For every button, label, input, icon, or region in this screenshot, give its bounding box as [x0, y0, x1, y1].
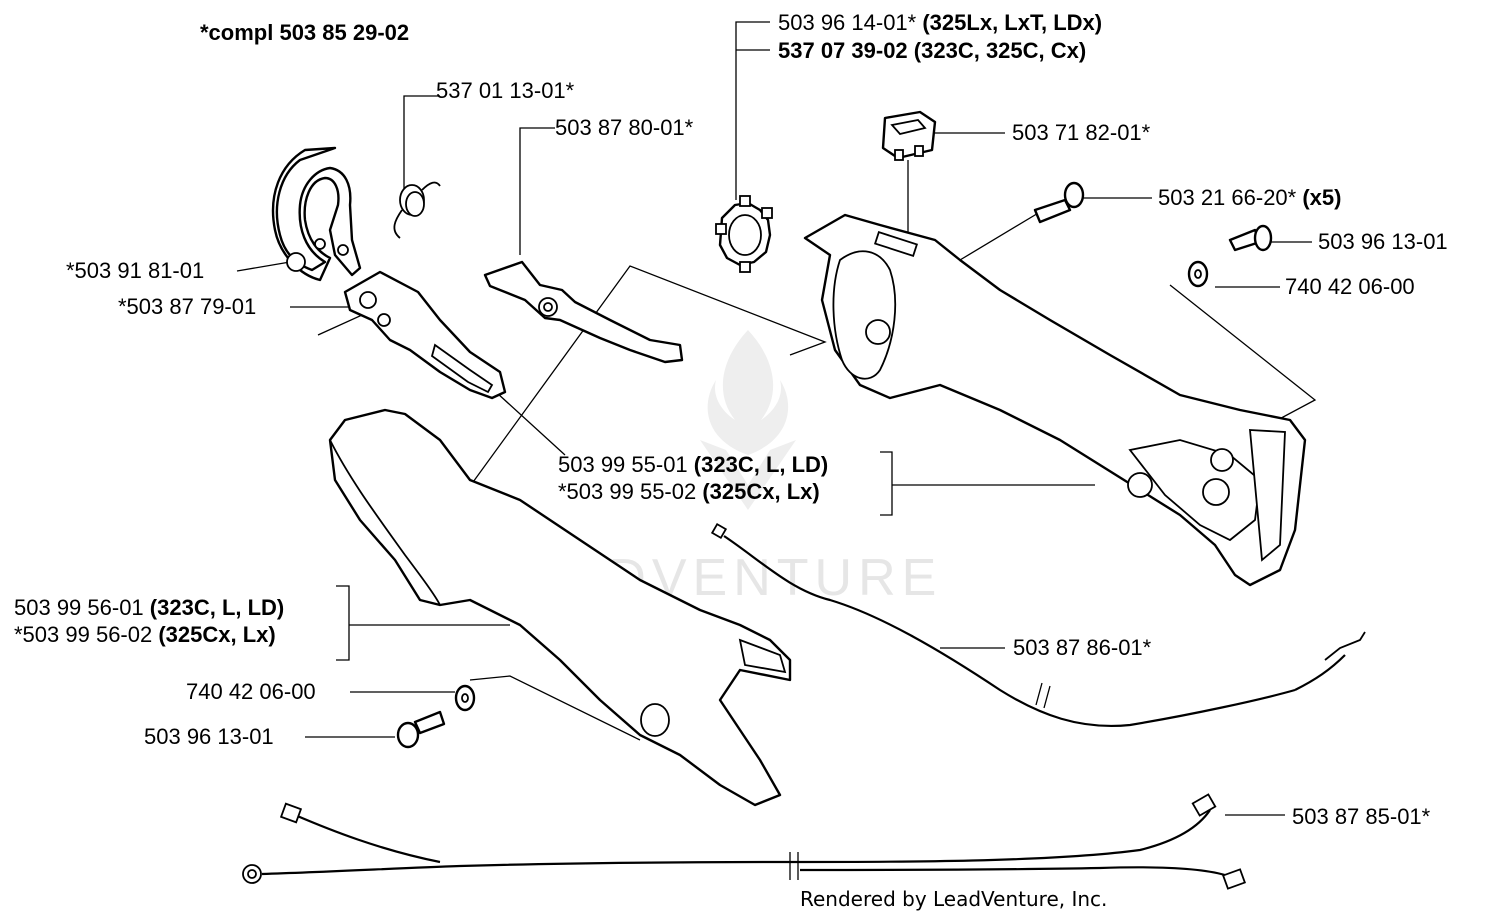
label-503-96-13-01-bottom: 503 96 13-01 [144, 724, 274, 749]
label-503-96-14-01: 503 96 14-01* (325Lx, LxT, LDx) [778, 10, 1102, 36]
part-number: 503 21 66-20* [1158, 185, 1297, 210]
label-503-21-66-20: 503 21 66-20* (x5) [1158, 185, 1341, 211]
part-number: *503 99 56-02 [14, 622, 153, 647]
label-537-01-13-01: 537 01 13-01* [436, 78, 575, 103]
footer-credit: Rendered by LeadVenture, Inc. [800, 887, 1108, 911]
label-503-87-80-01: 503 87 80-01* [555, 115, 694, 140]
label-503-99-55-02: *503 99 55-02 (325Cx, Lx) [558, 479, 820, 505]
part-number: *503 99 55-02 [558, 479, 697, 504]
leader-lines [236, 21, 1317, 816]
part-number: 503 99 55-01 [558, 452, 688, 477]
model-list: (325Cx, Lx) [702, 479, 820, 504]
handle-right-half-part [803, 213, 1307, 587]
label-503-87-86-01: 503 87 86-01* [1013, 635, 1152, 660]
model-list: (323C, L, LD) [693, 452, 829, 477]
label-503-87-79-01: *503 87 79-01 [118, 294, 257, 319]
part-number: 503 99 56-01 [14, 595, 144, 620]
screw-top-right-part [1228, 224, 1273, 252]
watermark-flame-icon [700, 330, 796, 510]
label-503-71-82-01: 503 71 82-01* [1012, 120, 1151, 145]
label-503-96-13-01-top: 503 96 13-01 [1318, 229, 1448, 254]
label-537-07-39-02: 537 07 39-02 (323C, 325C, Cx) [778, 38, 1086, 64]
washer-top-right-part [1187, 260, 1209, 288]
throttle-trigger-part [343, 270, 507, 400]
screw-bottom-part [396, 710, 446, 749]
quantity: (x5) [1302, 185, 1342, 210]
part-number: 503 96 14-01* [778, 10, 917, 35]
washer-bottom-part [454, 684, 476, 712]
model-list: (325Lx, LxT, LDx) [922, 10, 1103, 35]
switch-part [881, 110, 937, 161]
model-list: (323C, 325C, Cx) [913, 38, 1087, 63]
label-compl-kit: *compl 503 85 29-02 [200, 20, 410, 45]
lockout-lever-part [483, 260, 684, 364]
wire-harness-part [242, 793, 1247, 890]
label-740-42-06-00-top: 740 42 06-00 [1285, 274, 1415, 299]
model-list: (325Cx, Lx) [158, 622, 276, 647]
screw-part [1033, 181, 1085, 224]
clamp-part [271, 146, 362, 282]
gear-ring-part [715, 195, 773, 273]
label-503-99-56-01: 503 99 56-01 (323C, L, LD) [14, 595, 284, 621]
label-503-99-55-01: 503 99 55-01 (323C, L, LD) [558, 452, 828, 478]
label-740-42-06-00-bottom: 740 42 06-00 [186, 679, 316, 704]
label-503-99-56-02: *503 99 56-02 (325Cx, Lx) [14, 622, 276, 648]
label-503-87-85-01: 503 87 85-01* [1292, 804, 1431, 829]
spring-part [393, 181, 441, 239]
model-list: (323C, L, LD) [149, 595, 285, 620]
handle-left-half-part [328, 408, 792, 807]
throttle-cable-part [710, 522, 1366, 727]
part-number: 537 07 39-02 [778, 38, 908, 63]
label-503-91-81-01: *503 91 81-01 [66, 258, 205, 283]
